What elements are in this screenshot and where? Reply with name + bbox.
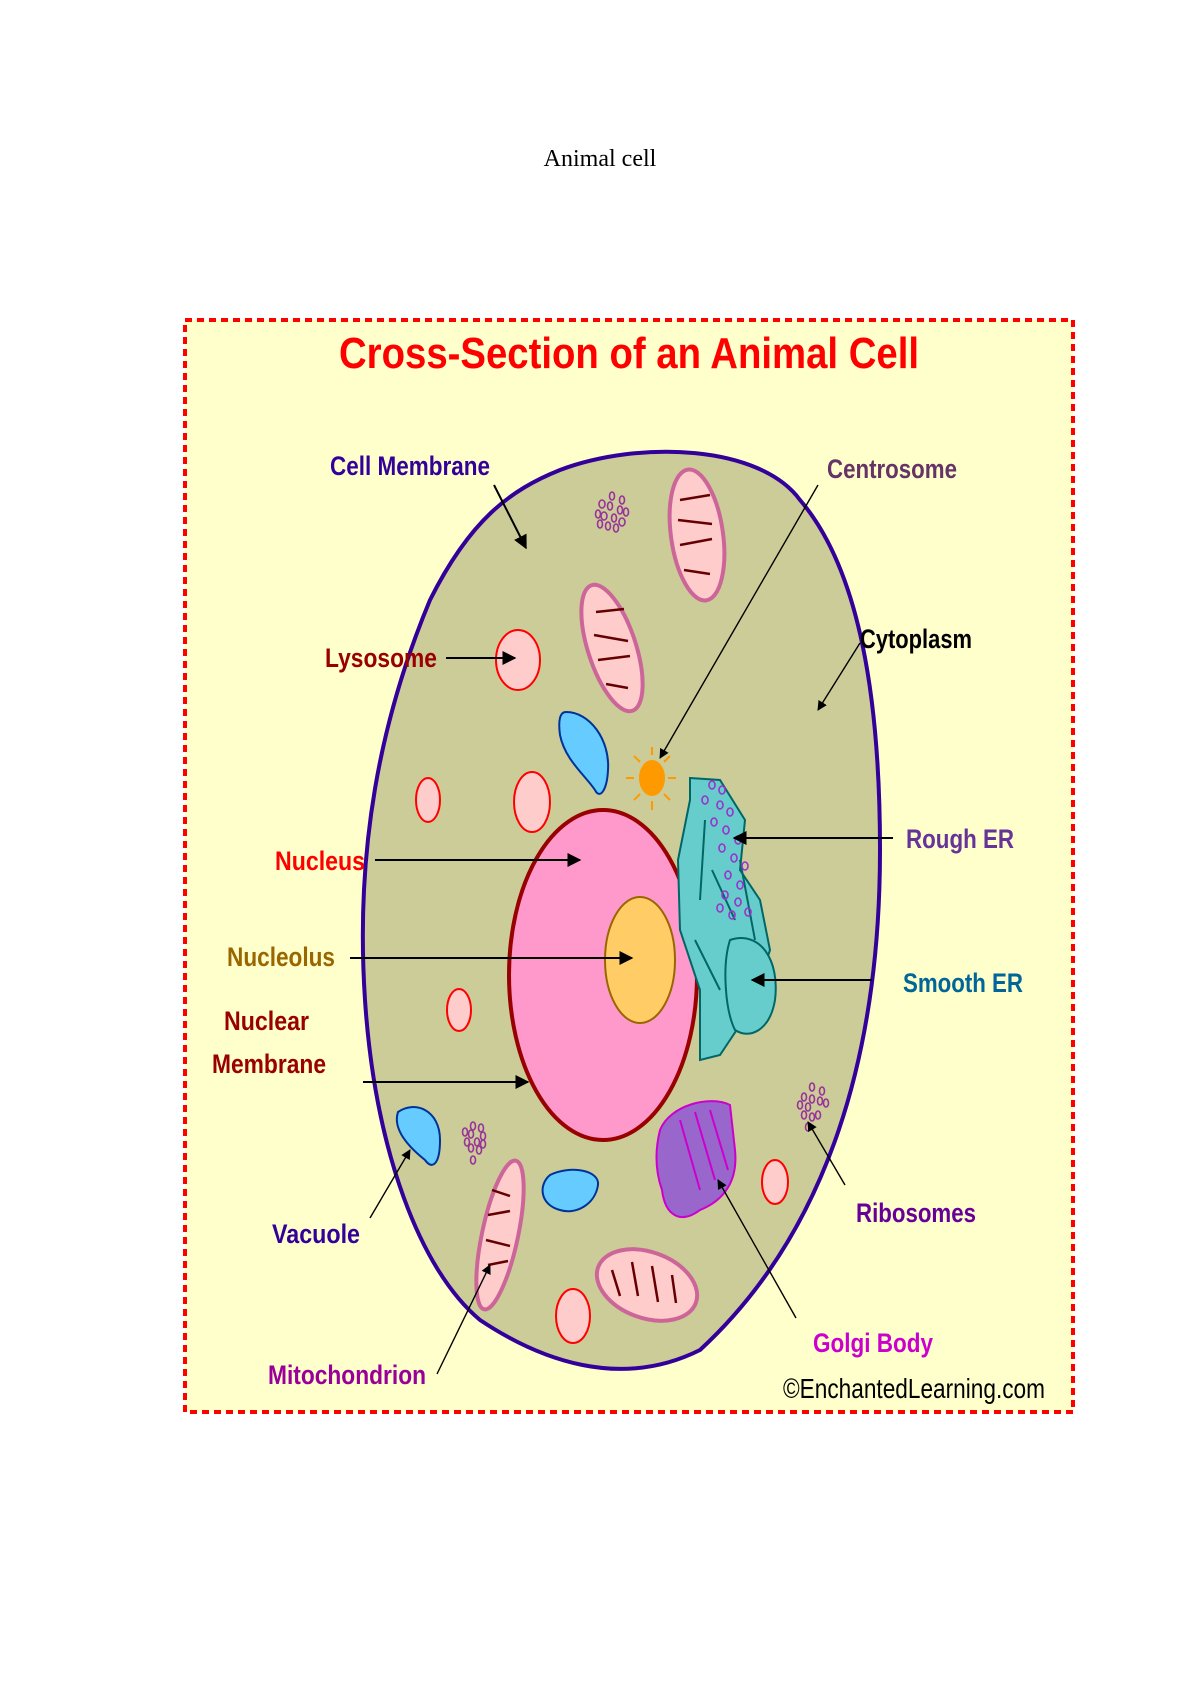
nucleolus (604, 896, 676, 1024)
credit-text: ©EnchantedLearning.com (783, 1373, 1045, 1404)
label-centrosome: Centrosome (827, 454, 957, 484)
leader-lines (350, 484, 893, 1375)
label-rough-er: Rough ER (906, 824, 1014, 854)
label-cell-membrane: Cell Membrane (330, 451, 490, 481)
label-nuclear-membrane-line2: Membrane (212, 1049, 326, 1079)
golgi-body-arrow (717, 1179, 797, 1319)
label-smooth-er: Smooth ER (903, 968, 1023, 998)
ribosomes-arrow (807, 1121, 846, 1186)
label-golgi-body: Golgi Body (813, 1328, 933, 1358)
cytoplasm-arrow (817, 642, 861, 711)
centrosome-arrow (659, 484, 819, 759)
page-title: Animal cell (543, 146, 657, 172)
label-cytoplasm: Cytoplasm (860, 624, 972, 654)
mitochondria-cristae (485, 493, 713, 1304)
rough-er-ribosomes (701, 780, 752, 920)
mitochondrion-arrow (436, 1264, 491, 1375)
lysosomes (415, 629, 789, 1344)
mitochondria (474, 467, 727, 1323)
vacuoles (395, 710, 610, 1213)
cell-membrane-arrow (493, 484, 527, 550)
label-nuclear-membrane-line1: Nuclear (224, 1006, 309, 1036)
vacuole-arrow (369, 1149, 411, 1219)
label-vacuole: Vacuole (272, 1219, 360, 1249)
animal-cell-diagram: Cross-Section of an Animal Cell (183, 318, 1075, 1414)
label-lysosome: Lysosome (325, 643, 437, 673)
endoplasmic-reticulum (676, 776, 777, 1062)
label-nucleus: Nucleus (275, 846, 365, 876)
label-ribosomes: Ribosomes (856, 1198, 976, 1228)
golgi-body (655, 1100, 737, 1219)
label-mitochondrion: Mitochondrion (268, 1360, 426, 1390)
label-nucleolus: Nucleolus (227, 942, 335, 972)
centrosome (626, 747, 676, 810)
diagram-heading: Cross-Section of an Animal Cell (339, 329, 919, 378)
